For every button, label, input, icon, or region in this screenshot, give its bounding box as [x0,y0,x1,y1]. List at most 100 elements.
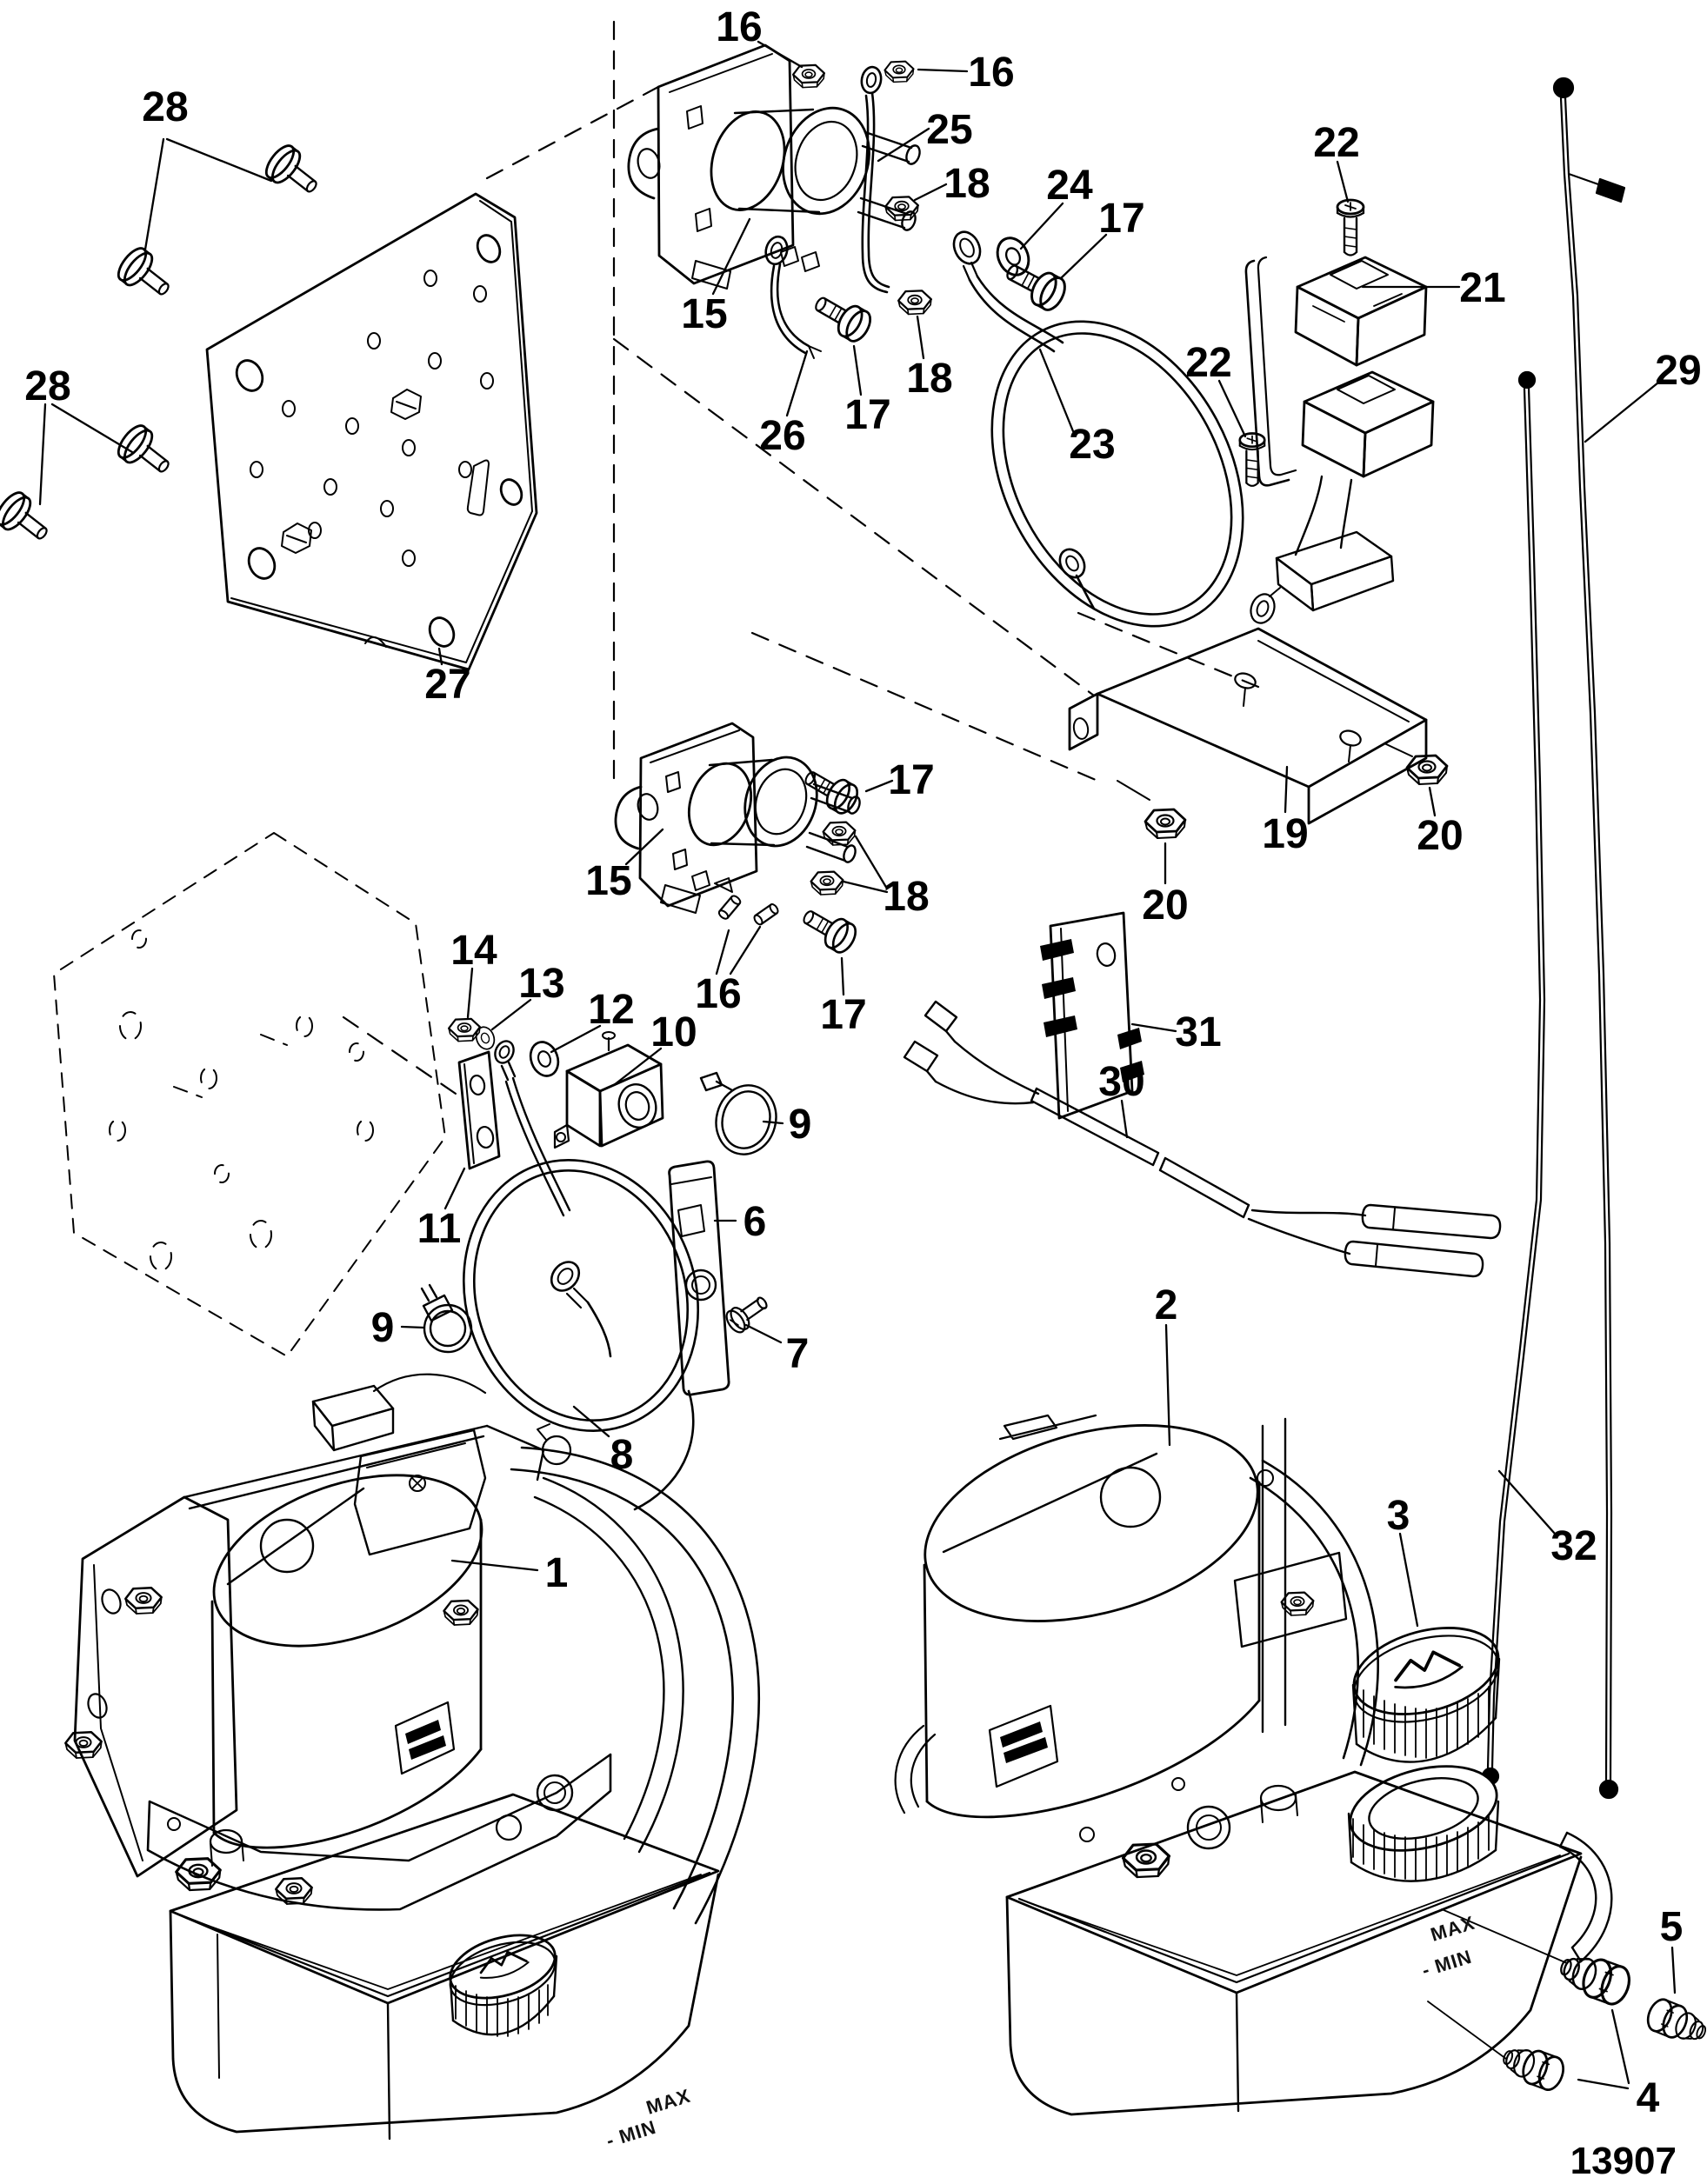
reservoir-tank-2 [1005,1770,1613,2116]
battery-cable-loop-8 [463,1158,699,1511]
plate-notch [364,636,387,648]
filler-cap-3 [1351,1627,1501,1763]
leader-line-27 [437,647,443,666]
hoses-2 [894,1459,1379,1814]
leader-line-15 [711,217,751,296]
nut-18 [810,870,844,896]
leader-line-12 [550,1024,602,1054]
callout-16: 16 [968,50,1014,96]
tank-marking-min: - MIN [603,2116,659,2152]
callout-11: 11 [417,1206,462,1252]
rivet-28 [112,243,180,308]
bolt-17 [796,901,862,958]
nut-18 [897,290,933,316]
callout-14: 14 [450,928,497,974]
callout-15: 15 [585,858,631,904]
callout-27: 27 [424,662,470,708]
leader-line-25 [877,127,930,163]
connector-bracket-21 [1244,256,1435,624]
reservoir-cap-1 [449,1934,558,2037]
leader-line-28 [143,137,165,251]
connector-block [1275,530,1395,612]
projection-lines [342,20,1260,1099]
electric-motor-2 [923,1424,1261,1819]
callout-16: 16 [695,971,741,1017]
leader-line-30 [1120,1099,1129,1139]
callout-20: 20 [1417,813,1463,859]
reservoir-tank-1 [169,1793,720,2141]
phantom-line [750,631,1097,782]
wire-link-25 [860,65,890,294]
connector-block [1301,370,1435,478]
callout-12: 12 [588,987,634,1033]
callout-13: 13 [518,961,564,1007]
leader-line-7 [744,1323,783,1344]
electric-motor [210,1474,483,1849]
leader-line-17 [864,779,894,793]
leader-line-3 [1398,1532,1419,1628]
ghost-plate-outline [53,832,446,1357]
callout-23: 23 [1069,422,1115,468]
leader-line-29 [1584,381,1660,443]
leader-line-2 [1164,1323,1171,1447]
leader-line-9 [762,1120,784,1125]
leader-line-17 [1059,233,1108,280]
screw-22 [1238,432,1266,488]
fitting-4 [1497,2039,1569,2094]
leader-line-26 [785,350,809,417]
finned-bracket-31 [1040,911,1144,1120]
leader-line-22 [1336,160,1350,203]
leader-line-20 [1428,786,1437,817]
tank-marking-max: MAX [1428,1912,1477,1946]
filler-neck [1347,1765,1500,1882]
leader-line-10 [612,1047,663,1087]
callout-15: 15 [681,291,727,337]
callout-1: 1 [545,1550,569,1596]
tank-marking-max: MAX [643,2085,693,2119]
leader-line-28 [50,403,134,454]
callout-28: 28 [142,84,188,130]
leader-line-18 [916,315,925,360]
callout-21: 21 [1459,265,1505,311]
leader-line-13 [490,998,532,1031]
solenoid-15-top [627,43,921,290]
drawing-number: 13907 [1570,2140,1677,2182]
leader-line-9 [400,1325,426,1329]
screw-22 [1336,198,1365,256]
callout-18: 18 [944,161,990,207]
nut-16 [791,63,826,89]
cable-tie-9 [699,1071,777,1155]
rivets-28 [0,140,328,552]
phantom-line [1077,611,1260,689]
callout-22: 22 [1185,340,1231,386]
locknut-20 [1144,808,1187,840]
leader-line-17 [840,956,845,996]
leader-line-28 [165,137,273,183]
jumper-wire-26 [764,235,822,359]
nut-14 [447,1017,482,1042]
washer-12 [524,1036,564,1082]
callout-20: 20 [1142,882,1188,929]
leader-line-16 [757,40,803,69]
rivet-28 [112,420,180,485]
callout-3: 3 [1387,1493,1410,1539]
bullet-connector [1344,1240,1484,1278]
leader-line-4 [1577,2078,1630,2090]
motor-clamp-bracket [353,1428,487,1627]
callout-17: 17 [1098,196,1144,242]
leader-line-8 [572,1405,610,1438]
leader-line-31 [1130,1022,1177,1033]
small-connector [311,1373,487,1452]
leader-line-16 [729,925,762,975]
bolt-17 [808,286,877,347]
leader-line-22 [1217,379,1247,438]
callout-9: 9 [789,1102,812,1148]
leader-line-11 [443,1167,466,1210]
pump-valve-body-2 [1079,1777,1298,1879]
callout-29: 29 [1655,348,1701,394]
callout-26: 26 [759,413,805,459]
leader-line-18 [854,835,889,890]
callout-22: 22 [1313,120,1359,166]
locknut-20 [1405,754,1449,786]
